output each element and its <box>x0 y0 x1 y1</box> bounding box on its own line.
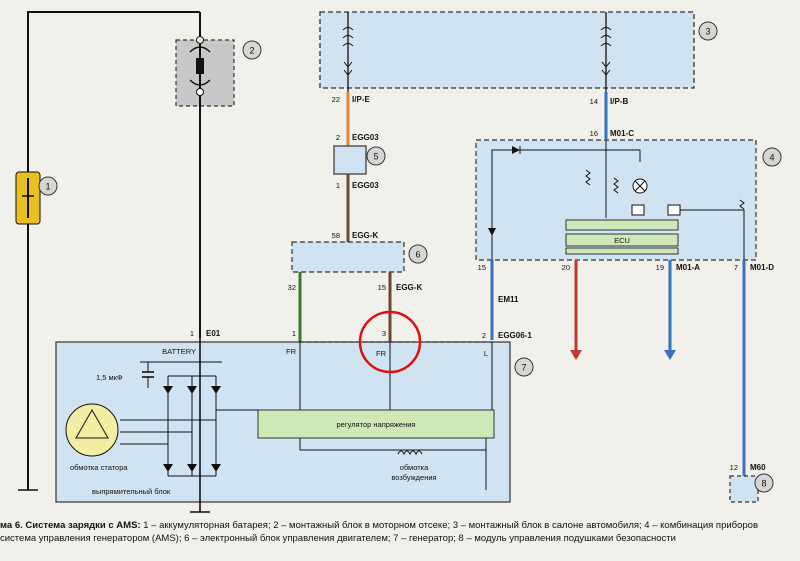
svg-text:3: 3 <box>705 27 710 37</box>
stator-label: обмотка статора <box>70 463 128 472</box>
field-winding-label-1: обмотка <box>400 463 429 472</box>
wire-battery-top <box>27 11 200 180</box>
callout-2: 2 <box>242 40 262 60</box>
label-egg-k-top: EGG-K <box>352 231 378 240</box>
voltage-regulator <box>257 409 495 439</box>
ecu-bar-bottom <box>565 247 679 255</box>
pin-egg03-bot: 1 <box>336 181 340 190</box>
terminal-fr-right: FR <box>376 349 387 358</box>
label-m01-c: M01-C <box>610 129 634 138</box>
terminal-battery: BATTERY <box>162 347 196 356</box>
pin-m01-a: 19 <box>656 263 664 272</box>
label-i-p-b: I/P-B <box>610 97 628 106</box>
ecu-bar-top <box>565 219 679 231</box>
pin-em11-top: 15 <box>478 263 486 272</box>
label-egg03-top: EGG03 <box>352 133 379 142</box>
callout-4: 4 <box>762 147 782 167</box>
ecu-bar <box>565 233 679 247</box>
svg-text:2: 2 <box>249 46 254 56</box>
caption-line-1-text: 1 – аккумуляторная батарея; 2 – монтажны… <box>140 520 759 531</box>
airbag-module <box>729 475 759 503</box>
regulator-label: регулятор напряжения <box>337 420 416 429</box>
callout-6: 6 <box>408 244 428 264</box>
arrow-red <box>570 350 582 360</box>
label-e01: E01 <box>206 329 221 338</box>
rectifier-label: выпрямительный блок <box>92 487 171 496</box>
callout-5: 5 <box>366 146 386 166</box>
svg-text:6: 6 <box>415 250 420 260</box>
pin-i-p-e: 22 <box>332 95 340 104</box>
engine-bay-junction-block <box>175 39 235 107</box>
pin-fr-1: 1 <box>292 329 296 338</box>
caption-title: ма 6. Система зарядки с AMS: <box>0 520 141 531</box>
callout-7: 7 <box>514 357 534 377</box>
caption-line-2: система управления генератором (AMS); 6 … <box>0 533 676 544</box>
label-em11: EM11 <box>498 295 519 304</box>
pin-20: 20 <box>562 263 570 272</box>
pin-i-p-b: 14 <box>590 97 598 106</box>
pin-m01-d: 7 <box>734 263 738 272</box>
arrow-blue <box>664 350 676 360</box>
label-egg-k-r: EGG-K <box>396 283 422 292</box>
label-m60: M60 <box>750 463 766 472</box>
ecu-label: ECU <box>614 236 630 245</box>
charging-system-diagram: 22 I/P-E 2 EGG03 1 EGG03 58 EGG-K 32 15 … <box>15 11 782 513</box>
label-egg06: EGG06-1 <box>498 331 532 340</box>
label-m01-d: M01-D <box>750 263 774 272</box>
highlight-circle <box>358 310 422 374</box>
engine-ecu-block <box>291 241 405 273</box>
battery <box>15 171 41 225</box>
svg-text:7: 7 <box>521 363 526 373</box>
pin-egg06: 2 <box>482 331 486 340</box>
pin-e01: 1 <box>190 329 194 338</box>
fuse-interior-left <box>342 12 354 92</box>
terminal-l: L <box>484 349 488 358</box>
label-egg03-bot: EGG03 <box>352 181 379 190</box>
callout-1: 1 <box>38 176 58 196</box>
pin-egg03-top: 2 <box>336 133 340 142</box>
svg-text:4: 4 <box>769 153 774 163</box>
alternator-internals <box>65 338 493 513</box>
capacitor-label: 1,5 мкФ <box>96 373 123 382</box>
figure-caption: ма 6. Система зарядки с AMS: 1 – аккумул… <box>0 519 800 545</box>
svg-text:5: 5 <box>373 152 378 162</box>
field-winding-label-2: возбуждения <box>391 473 436 482</box>
interior-junction-block <box>319 11 695 89</box>
fuse-interior-right <box>600 12 612 92</box>
pin-egg-k-15: 15 <box>378 283 386 292</box>
caption-line-1: ма 6. Система зарядки с AMS: 1 – аккумул… <box>0 519 800 532</box>
svg-text:1: 1 <box>45 182 50 192</box>
pin-egg-k-32: 32 <box>288 283 296 292</box>
fuse-link <box>189 12 211 118</box>
label-i-p-e: I/P-E <box>352 95 370 104</box>
pin-fr-3: 3 <box>382 329 386 338</box>
pin-m60: 12 <box>730 463 738 472</box>
callout-3: 3 <box>698 21 718 41</box>
svg-text:8: 8 <box>761 479 766 489</box>
cluster-internal-circuit <box>488 140 745 260</box>
label-m01-a: M01-A <box>676 263 700 272</box>
pin-m01-c: 16 <box>590 129 598 138</box>
pin-egg-k-top: 58 <box>332 231 340 240</box>
terminal-fr-left: FR <box>286 347 297 356</box>
ams-module <box>333 145 367 175</box>
callout-8: 8 <box>754 473 774 493</box>
